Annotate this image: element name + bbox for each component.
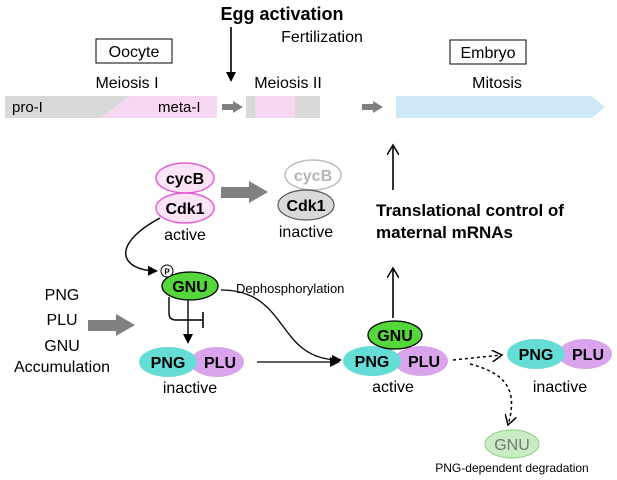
translational-control-line1: Translational control of: [376, 201, 564, 220]
degradation-label: PNG-dependent degradation: [435, 461, 588, 475]
dephosphorylation-label: Dephosphorylation: [236, 281, 344, 296]
complex-inactive-state: inactive: [163, 380, 217, 397]
translational-control-line2: maternal mRNAs: [376, 223, 513, 242]
accum-label: Accumulation: [14, 359, 110, 376]
mitosis-label: Mitosis: [472, 75, 522, 92]
dephosphorylation-arrow: [220, 289, 342, 365]
mitosis-arrow-bar: [396, 96, 605, 118]
plu-active-label: PLU: [408, 354, 440, 371]
inactivation-arrow: [221, 181, 268, 203]
accum-gnu: GNU: [44, 338, 80, 355]
png-inactive: [139, 347, 197, 377]
meiosis2-label: Meiosis II: [254, 75, 322, 92]
cycb-active-label: cycB: [166, 171, 204, 188]
png-right: [507, 339, 565, 369]
cdk1-active: [155, 192, 215, 224]
embryo-label: Embryo: [460, 45, 515, 62]
oocyte-label: Oocyte: [109, 44, 160, 61]
cdk1-active-label: Cdk1: [165, 201, 204, 218]
cdk1-inactive: [277, 189, 335, 221]
cycb-inactive-label: cycB: [294, 168, 332, 185]
cdk1-phosphorylates-gnu-arrow: [125, 217, 161, 276]
gnu-phospho: [161, 271, 219, 301]
embryo-box: [449, 39, 527, 65]
complex-right-state: inactive: [533, 379, 587, 396]
gnu-phospho-label: GNU: [172, 279, 208, 296]
png-inactive-label: PNG: [151, 355, 186, 372]
gnu-degraded-label: GNU: [494, 437, 530, 454]
gnu-active: [367, 320, 423, 350]
meta1-label: meta-I: [158, 99, 201, 116]
phosphate-icon: [160, 264, 174, 278]
complex-active-state: active: [372, 379, 414, 396]
png-right-label: PNG: [519, 347, 554, 364]
accum-png: PNG: [45, 287, 80, 304]
gnu-degraded: [484, 429, 540, 459]
meiosis1-label: Meiosis I: [95, 75, 158, 92]
cdk1-inactive-label: Cdk1: [286, 198, 325, 215]
plu-right: [558, 339, 612, 369]
title: Egg activation: [220, 4, 343, 24]
cdk-active-state: active: [164, 227, 206, 244]
png-active-label: PNG: [355, 354, 390, 371]
gnu-inhibition-line: [168, 297, 203, 321]
pro1-label: pro-I: [12, 99, 43, 116]
plu-inactive-label: PLU: [204, 355, 236, 372]
png-active: [343, 346, 401, 376]
cdk-inactive-state: inactive: [279, 224, 333, 241]
accumulation-arrow: [88, 314, 135, 336]
phosphate-label: P: [164, 268, 170, 277]
meiosis2-pink: [255, 96, 295, 118]
accum-plu: PLU: [46, 312, 77, 329]
timeline-bar: pro-I meta-I: [5, 96, 605, 118]
timeline-small-arrows: [222, 101, 383, 113]
meta1-region: [100, 96, 217, 118]
degradation-arrow: [469, 363, 512, 425]
plu-active: [394, 346, 448, 376]
oocyte-box: [95, 38, 173, 64]
fertilization-label: Fertilization: [281, 29, 363, 46]
gnu-active-label: GNU: [377, 328, 413, 345]
plu-right-label: PLU: [572, 347, 604, 364]
dissociation-arrow: [452, 355, 502, 360]
plu-inactive: [190, 347, 244, 377]
